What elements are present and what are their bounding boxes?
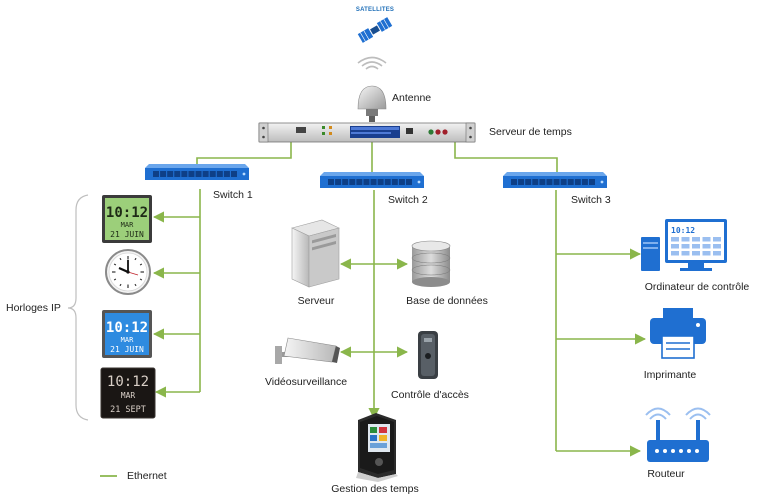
gps-signal-icon	[357, 56, 387, 70]
time-terminal-icon	[356, 413, 398, 482]
computer-screen-time: 10:12	[671, 226, 695, 235]
clock3-time: 10:12	[106, 320, 148, 336]
clock3-date: 21 JUIN	[110, 345, 144, 354]
router-label: Routeur	[647, 468, 685, 480]
clock-second-hand	[127, 271, 139, 276]
satellites-label: SATELLITES	[355, 7, 395, 13]
clock1-time: 10:12	[106, 205, 148, 221]
database-icon	[411, 240, 451, 287]
cctv-camera-icon	[275, 337, 340, 364]
router-icon	[645, 407, 711, 462]
link-server-switch1	[196, 141, 292, 165]
ip-clock-led: 10:12 MAR 21 SEPT	[100, 367, 156, 419]
database-label: Base de données	[406, 295, 488, 307]
clock4-day: MAR	[121, 391, 136, 400]
access-control-reader-icon	[418, 331, 438, 379]
ip-clocks-label: Horloges IP	[6, 302, 61, 314]
antenna-label: Antenne	[392, 92, 432, 104]
clock1-date: 21 JUIN	[110, 230, 144, 239]
satellite-icon	[357, 17, 393, 43]
switch3-label: Switch 3	[571, 194, 611, 206]
ethernet-lines	[152, 141, 647, 457]
ip-clock-lcd-blue: 10:12 MAR 21 JUIN	[102, 310, 152, 358]
clock1-day: MAR	[121, 221, 134, 229]
server-tower-icon	[291, 219, 340, 288]
access-control-label: Contrôle d'accès	[391, 389, 469, 401]
legend-ethernet-label: Ethernet	[127, 470, 167, 482]
ip-clocks-bracket	[67, 194, 89, 421]
ip-clock-lcd-green: 10:12 MAR 21 JUIN	[102, 195, 152, 243]
server-label: Serveur	[297, 295, 335, 307]
switch-3-device	[503, 172, 607, 188]
switch2-label: Switch 2	[388, 194, 428, 206]
clock4-time: 10:12	[107, 374, 149, 390]
switch-2-device	[320, 172, 424, 188]
switch1-label: Switch 1	[213, 189, 253, 201]
printer-icon	[650, 308, 706, 359]
switch-1-device	[145, 164, 249, 180]
time-server-label: Serveur de temps	[489, 126, 572, 138]
control-computer-icon: 10:12	[641, 219, 727, 271]
clock3-day: MAR	[121, 336, 134, 344]
clock-hour-hand	[118, 266, 129, 274]
printer-label: Imprimante	[643, 369, 697, 381]
link-server-switch3	[454, 141, 558, 172]
clock4-date: 21 SEPT	[110, 405, 146, 415]
antenna-icon	[357, 85, 387, 122]
time-server-device	[258, 122, 476, 143]
ip-clock-analog	[105, 249, 151, 295]
video-surveillance-label: Vidéosurveillance	[264, 376, 348, 388]
control-computer-label: Ordinateur de contrôle	[644, 281, 750, 293]
time-management-label: Gestion des temps	[331, 483, 419, 495]
